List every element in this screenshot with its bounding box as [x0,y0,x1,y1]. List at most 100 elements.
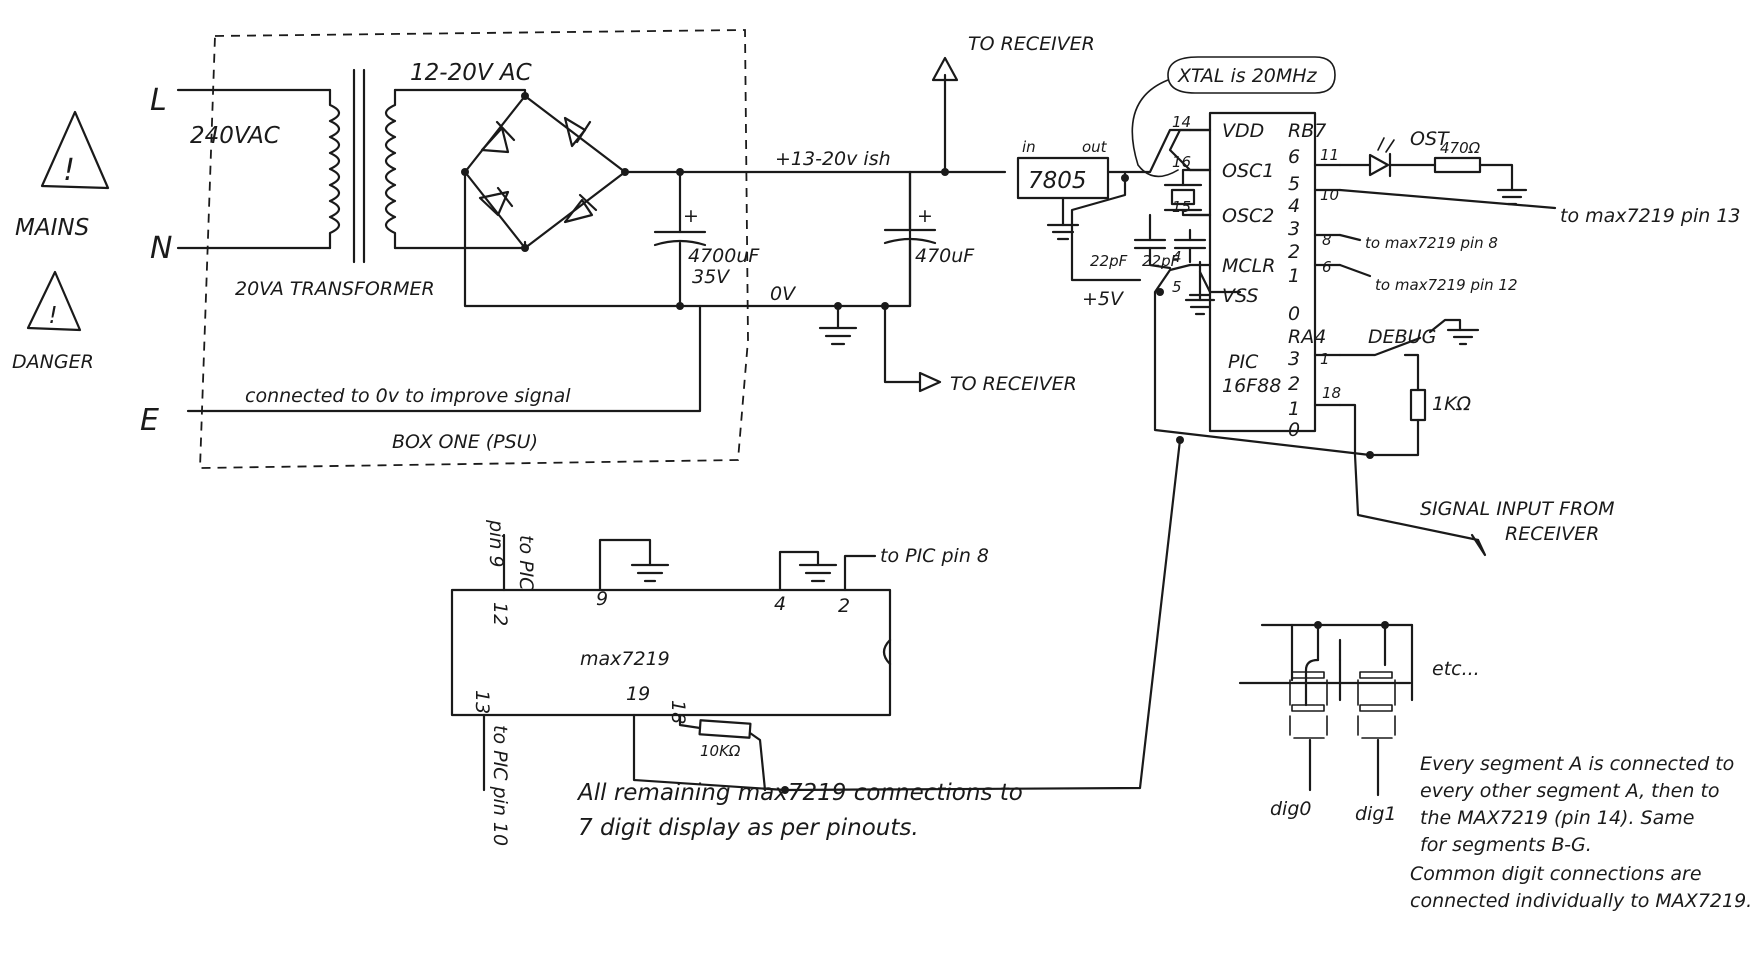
max-pin-number: 19 [626,683,650,705]
debug-switch [1338,318,1480,357]
max-pin-number: 13 [471,690,493,714]
capacitor-470uf [883,170,937,308]
max-pin-number: 18 [667,700,689,724]
max-pin-number: 12 [489,602,511,626]
r470-label: 470Ω [1440,139,1481,157]
cap1-value: 4700uF [688,245,760,267]
pic-pin-number: 15 [1172,198,1191,216]
mains-earth-label: E [140,403,159,438]
pic-port-label: 1 [1288,265,1300,287]
pic-16f88 [1188,111,1342,433]
pic-pin-number: 10 [1320,186,1339,204]
plus5v-label: +5V [1082,288,1125,310]
ground-wire-to-max [783,438,1182,792]
pic-pin-number: 4 [1172,248,1182,266]
max-pin-number: 2 [838,595,850,617]
seg-note-4: for segments B-G. [1420,834,1592,856]
reg-in-label: in [1022,138,1036,156]
rail-voltage-label: +13-20v ish [775,148,891,170]
pic-port-label: 3 [1288,218,1300,240]
pic-pin-number: 11 [1320,146,1339,164]
xtal-note: XTAL is 20MHz [1177,65,1318,87]
resistor-1k [1368,353,1427,457]
earth-note: connected to 0v to improve signal [245,385,571,407]
seg-note-1: Every segment A is connected to [1420,753,1734,775]
cap2-plus: + [917,205,933,227]
to-receiver-top-label: TO RECEIVER [968,33,1095,55]
cap-22pf-label-1: 22pF [1090,252,1128,270]
pic-port-label: 3 [1288,348,1300,370]
resistor-10k [678,713,767,792]
danger-warning-sign: ! DANGER [12,270,94,373]
pic-pin-number: 6 [1322,258,1332,276]
pic-port-label: 1 [1288,398,1300,420]
danger-exclamation: ! [48,303,57,329]
mains-warning-sign: ! MAINS [15,110,110,241]
cap1-voltage: 35V [692,266,731,288]
pic-pin-name: MCLR [1222,255,1275,277]
pic-pin-name: OSC2 [1222,205,1274,227]
pic-port-label: 0 [1288,419,1300,441]
max-note-2: 7 digit display as per pinouts. [578,815,919,841]
to-pic-8: to PIC pin 8 [880,545,989,567]
seg-note-3: the MAX7219 (pin 14). Same [1420,807,1694,829]
pic-port-label: 6 [1288,146,1300,168]
ground-symbol-psu [818,302,858,346]
capacitor-22pf-left [1133,213,1172,270]
pic-pin-number: 5 [1172,278,1182,296]
to-receiver-bottom-label: TO RECEIVER [950,373,1077,395]
pic-pin-number: 18 [1322,384,1341,402]
danger-label: DANGER [12,351,94,373]
r10k-label: 10KΩ [700,742,741,760]
to-max-12: to max7219 pin 12 [1375,276,1518,294]
max-pin-number: 9 [596,588,608,610]
zero-volt-label: 0V [770,283,797,305]
pic-name-1: PIC [1228,351,1259,373]
dig1-label: dig1 [1355,803,1397,825]
psu-box-outline [199,29,749,469]
bridge-rectifier [461,92,629,252]
pic-port-label: 5 [1288,173,1300,195]
max-pin-number: 4 [774,593,786,615]
signal-input-1: SIGNAL INPUT FROM [1420,498,1615,520]
max-name-label: max7219 [580,648,670,670]
r1k-label: 1KΩ [1432,393,1472,415]
ost-label: OST [1410,128,1450,150]
seg-note-5: Common digit connections are [1410,863,1702,885]
seg-note-6: connected individually to MAX7219. [1410,890,1752,912]
xtal-note-bubble [1131,56,1336,178]
debug-label: DEBUG [1368,326,1436,348]
reg-out-label: out [1082,138,1108,156]
to-receiver-bottom-wire [883,304,922,384]
pic-name-2: 16F88 [1222,375,1281,397]
max-note-1: All remaining max7219 connections to [576,780,1023,806]
signal-input-2: RECEIVER [1505,523,1599,545]
transformer-label: 20VA TRANSFORMER [235,278,435,300]
pic-pin-name: OSC1 [1222,160,1274,182]
max-pin-labels: 12 9 4 2 13 19 18 [471,588,850,724]
transformer [328,68,397,264]
pic-pin-name: VSS [1222,285,1258,307]
to-pic-10: to PIC pin 10 [489,725,511,846]
mains-label: MAINS [15,215,89,241]
warning-exclamation: ! [63,153,75,188]
cap-22pf-label-2: 22pF [1142,252,1180,270]
to-max-8: to max7219 pin 8 [1365,234,1498,252]
mains-line-label: L [150,83,167,118]
max7219-chip [450,588,892,717]
dig0-label: dig0 [1270,798,1312,820]
pic-pin-number: 1 [1320,350,1330,368]
pic-port-label: RB7 [1288,120,1326,142]
earth-wire [186,304,702,413]
cap1-plus: + [683,205,699,227]
cap2-value: 470uF [915,245,975,267]
pic-pin-number: 8 [1322,231,1332,249]
to-pic-9-a: to PIC [515,535,537,591]
secondary-voltage-label: 12-20V AC [410,60,532,86]
pic-pin-number: 14 [1172,113,1191,131]
capacitor-4700uf [653,168,707,310]
capacitor-22pf-right [1173,228,1207,264]
